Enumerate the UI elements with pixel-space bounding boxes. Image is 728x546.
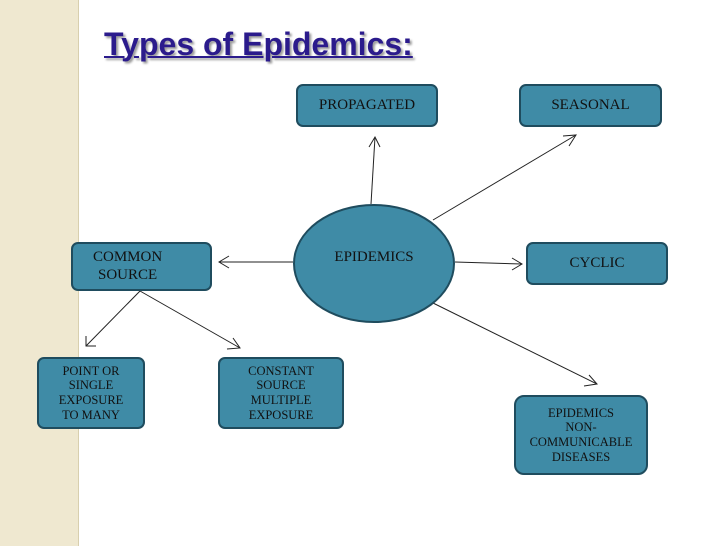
node-non-communicable: EPIDEMICS NON- COMMUNICABLE DISEASES	[514, 395, 648, 475]
node-constant-source: CONSTANT SOURCE MULTIPLE EXPOSURE	[218, 357, 344, 429]
arrow-to-cyclic	[454, 261, 523, 265]
node-point-source: POINT OR SINGLE EXPOSURE TO MANY	[37, 357, 145, 429]
sidebar-decoration	[0, 0, 78, 546]
arrow-to-non-communicable	[432, 302, 598, 385]
slide-title: Types of Epidemics:	[104, 26, 413, 62]
node-constant-source-label: CONSTANT SOURCE MULTIPLE EXPOSURE	[248, 363, 314, 422]
node-non-communicable-label: EPIDEMICS NON- COMMUNICABLE DISEASES	[529, 405, 633, 464]
node-epidemics-center: EPIDEMICS	[293, 204, 455, 323]
node-common-source: COMMON SOURCE	[71, 242, 212, 291]
node-epidemics-label: EPIDEMICS	[334, 249, 414, 265]
node-common-source-label: COMMON SOURCE	[93, 248, 163, 283]
node-point-source-label: POINT OR SINGLE EXPOSURE TO MANY	[58, 363, 124, 422]
node-cyclic-label: CYCLIC	[569, 254, 625, 271]
arrow-to-seasonal	[432, 134, 577, 221]
node-propagated-label: PROPAGATED	[318, 96, 416, 113]
node-cyclic: CYCLIC	[526, 242, 668, 285]
node-seasonal-label: SEASONAL	[551, 96, 630, 113]
node-propagated: PROPAGATED	[296, 84, 438, 127]
arrow-to-constant-source	[139, 290, 241, 349]
arrow-to-propagated	[370, 136, 376, 205]
arrow-to-point-source	[85, 290, 141, 347]
node-seasonal: SEASONAL	[519, 84, 662, 127]
